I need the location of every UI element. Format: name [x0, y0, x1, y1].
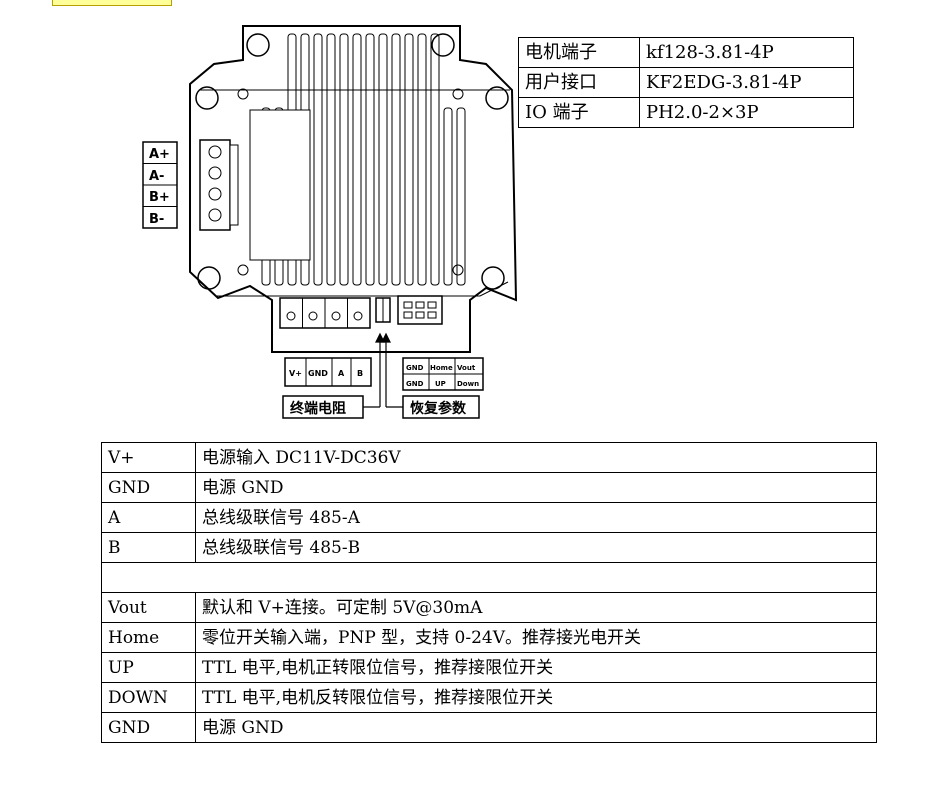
- heatsink-fin: [391, 33, 401, 286]
- pin-desc: TTL 电平,电机反转限位信号，推荐接限位开关: [195, 682, 877, 713]
- table-row: 用户接口 KF2EDG-3.81-4P: [518, 67, 854, 98]
- pin-desc: 总线级联信号 485-B: [195, 532, 877, 563]
- pin-name: Home: [101, 622, 196, 653]
- motor-terminal-block: [199, 139, 239, 231]
- io-label-home: Home: [430, 364, 453, 372]
- motor-label-a-plus: A+: [149, 147, 170, 162]
- user-port-connector: [279, 297, 371, 329]
- connector-spec-table: 电机端子 kf128-3.81-4P 用户接口 KF2EDG-3.81-4P I…: [518, 37, 854, 128]
- heatsink-fin: [313, 33, 323, 286]
- motor-label-b-minus: B-: [149, 212, 164, 227]
- user-port-labels: V+ GND A B: [284, 357, 372, 387]
- table-row: IO 端子 PH2.0-2×3P: [518, 97, 854, 128]
- io-labels: GND Home Vout GND UP Down: [402, 357, 484, 391]
- heatsink-fin: [326, 33, 336, 286]
- pin-name: GND: [101, 472, 196, 503]
- pin-name: B: [101, 532, 196, 563]
- heatsink-fin: [443, 107, 453, 286]
- pin-desc: 电源输入 DC11V-DC36V: [195, 442, 877, 473]
- io-label-up: UP: [435, 380, 446, 388]
- user-label-gnd: GND: [308, 369, 328, 378]
- pin-desc: 电源 GND: [195, 712, 877, 743]
- heatsink-fin: [378, 33, 388, 286]
- table-row-blank: [101, 562, 877, 593]
- pin-desc: 总线级联信号 485-A: [195, 502, 877, 533]
- heatsink-fin: [365, 33, 375, 286]
- io-connector: [397, 295, 443, 325]
- pin-desc: TTL 电平,电机正转限位信号，推荐接限位开关: [195, 652, 877, 683]
- io-label-gnd-top: GND: [406, 364, 424, 372]
- termination-resistor-label: 终端电阻: [290, 400, 346, 417]
- heatsink-fin: [430, 33, 440, 286]
- dip-switch: [375, 297, 391, 323]
- device-drawing: A+ A- B+ B- V+ GND A B: [142, 25, 518, 419]
- leader-lines: [363, 332, 403, 408]
- spec-value: PH2.0-2×3P: [639, 97, 854, 128]
- user-label-a: A: [338, 369, 345, 378]
- pin-name: DOWN: [101, 682, 196, 713]
- spec-label: 电机端子: [518, 37, 640, 68]
- heatsink-fins: [261, 33, 466, 286]
- mount-hole-tl: [246, 33, 270, 57]
- pin-name: GND: [101, 712, 196, 743]
- blank-cell: [101, 562, 877, 593]
- pin-name: V+: [101, 442, 196, 473]
- heatsink-fin: [417, 33, 427, 286]
- pin-name: UP: [101, 652, 196, 683]
- heatsink-fin: [339, 33, 349, 286]
- mount-hole-ml: [195, 86, 219, 110]
- mount-hole-tr: [431, 33, 455, 57]
- table-row: V+电源输入 DC11V-DC36V: [101, 442, 877, 473]
- restore-params-label: 恢复参数: [410, 400, 467, 417]
- pin-desc: 默认和 V+连接。可定制 5V@30mA: [195, 592, 877, 623]
- mount-hole-mr: [485, 86, 509, 110]
- pin-name: A: [101, 502, 196, 533]
- spec-value: KF2EDG-3.81-4P: [639, 67, 854, 98]
- motor-label-b-plus: B+: [149, 190, 170, 205]
- heatsink-fin: [404, 33, 414, 286]
- pin-desc: 电源 GND: [195, 472, 877, 503]
- spec-value: kf128-3.81-4P: [639, 37, 854, 68]
- spec-label: IO 端子: [518, 97, 640, 128]
- pin-name: Vout: [101, 592, 196, 623]
- table-row: 电机端子 kf128-3.81-4P: [518, 37, 854, 68]
- motor-terminal-labels: A+ A- B+ B-: [142, 141, 178, 229]
- user-label-vplus: V+: [289, 369, 302, 378]
- io-label-down: Down: [457, 380, 479, 388]
- motor-label-a-minus: A-: [149, 169, 164, 184]
- mount-hole-bl: [197, 266, 221, 290]
- user-label-b: B: [357, 369, 363, 378]
- spec-label: 用户接口: [518, 67, 640, 98]
- mount-hole-br: [481, 266, 505, 290]
- io-label-vout: Vout: [457, 364, 476, 372]
- io-label-gnd-bottom: GND: [406, 380, 424, 388]
- header-tab-marker: [52, 0, 172, 6]
- heatsink-fin: [456, 107, 466, 286]
- pin-desc: 零位开关输入端，PNP 型，支持 0-24V。推荐接光电开关: [195, 622, 877, 653]
- heatsink-fin: [352, 33, 362, 286]
